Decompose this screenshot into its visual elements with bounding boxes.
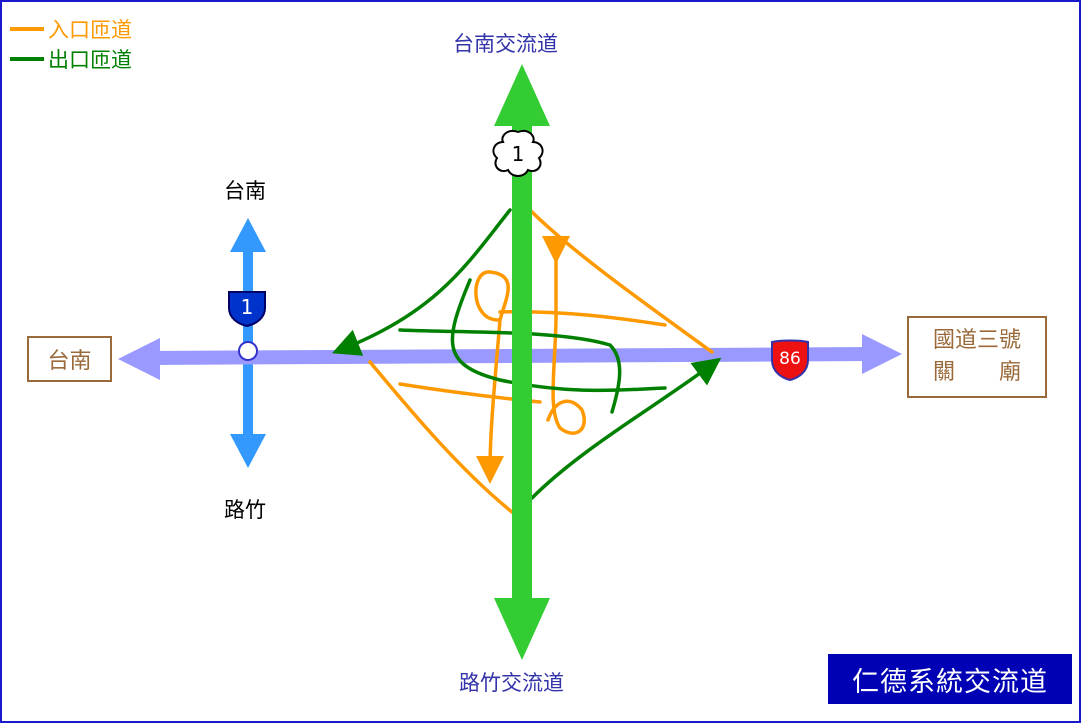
exit-ramp-loop-west: [450, 278, 667, 393]
national-freeway-1: [494, 64, 550, 660]
diagram-title-text: 仁德系統交流道: [852, 666, 1048, 698]
national-freeway-shield-number: 1: [512, 142, 525, 166]
legend-exit-label: 出口匝道: [48, 48, 132, 72]
entrance-ramp-west-loop: [474, 270, 510, 484]
ramps: [332, 208, 722, 514]
exit-ramp-nw: [332, 208, 512, 356]
legend-exit-swatch: [10, 57, 44, 61]
national-freeway-shield-icon: 1: [492, 130, 544, 177]
east-destination-line1: 國道三號: [932, 328, 1021, 353]
south-interchange-label: 路竹交流道: [459, 671, 564, 695]
legend-exit: 出口匝道: [10, 46, 132, 72]
east-destination-line2: 關 廟: [932, 360, 1021, 385]
local-road-north-arrow: [230, 218, 266, 252]
local-road-south-arrow: [230, 434, 266, 468]
north-interchange-label: 台南交流道: [453, 32, 558, 56]
expressway-west-arrow: [118, 338, 160, 380]
diagram-title: 仁德系統交流道: [828, 654, 1072, 704]
legend-entrance-swatch: [10, 27, 44, 31]
entrance-ramp-east-loop: [542, 236, 586, 435]
expressway-shield-number: 86: [779, 349, 801, 369]
expressway-east-arrow: [862, 334, 902, 374]
legend-entrance: 入口匝道: [10, 16, 132, 42]
exit-ramp-se: [530, 357, 722, 500]
freeway-south-arrow: [494, 598, 550, 660]
provincial-highway-shield-icon: 1: [228, 291, 266, 328]
freeway-north-arrow: [494, 64, 550, 126]
provincial-highway-shield-number: 1: [241, 295, 254, 319]
west-destination-label: 台南: [47, 349, 92, 374]
junction-node: [238, 341, 258, 361]
legend-entrance-label: 入口匝道: [48, 18, 132, 42]
expressway-shield-icon: 86: [771, 339, 809, 382]
expressway-86: [118, 334, 902, 380]
local-north-label: 台南: [224, 179, 266, 203]
west-destination-box: 台南: [27, 336, 112, 382]
east-destination-box: 國道三號 關 廟: [907, 316, 1047, 398]
local-south-label: 路竹: [224, 498, 266, 522]
entrance-ramp-ne: [528, 208, 714, 354]
entrance-ramp-sw: [368, 360, 514, 514]
